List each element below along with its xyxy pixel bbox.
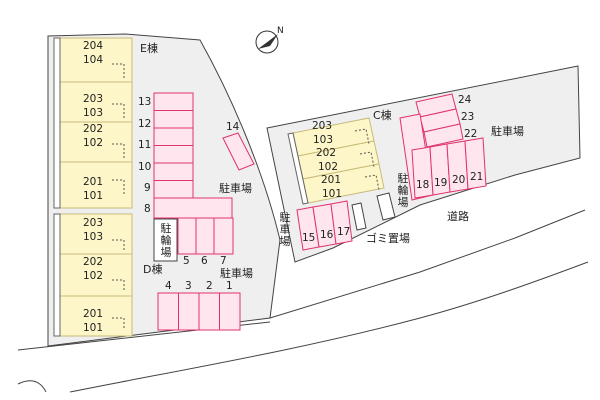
- garbage-area-label: ゴミ置場: [366, 232, 410, 245]
- parking-space-number: 7: [220, 255, 227, 267]
- parking-label: 駐車場: [279, 211, 291, 248]
- bicycle-rack-c: [376, 192, 396, 221]
- parking-space-number: 3: [185, 280, 192, 292]
- parking-space-number: 13: [138, 96, 152, 108]
- unit-number: 102: [317, 161, 339, 173]
- unit-number: 102: [82, 270, 104, 282]
- parking-space-number: 12: [138, 118, 152, 130]
- road-line: [69, 261, 589, 393]
- building-e: [53, 37, 133, 209]
- parking-space-number: 17: [337, 226, 351, 238]
- garbage-area: [351, 202, 367, 231]
- parking-space-number: 15: [302, 232, 316, 244]
- unit-number: 204: [82, 40, 104, 52]
- building-d-label: D棟: [143, 263, 163, 276]
- unit-number: 202: [82, 123, 104, 135]
- parking-space-number: 20: [452, 174, 466, 186]
- parking-space-number: 2: [206, 280, 213, 292]
- parking-space-number: 6: [201, 255, 208, 267]
- unit-number: 103: [312, 134, 334, 146]
- parking-space-number: 9: [144, 182, 151, 194]
- unit-number: 201: [82, 176, 104, 188]
- building-d: [53, 213, 133, 337]
- building-c-label: C棟: [373, 109, 392, 122]
- compass-label: N: [277, 26, 284, 36]
- compass-north-icon: N: [254, 26, 284, 56]
- parking-space-number: 19: [434, 177, 448, 189]
- road-line: [17, 380, 47, 393]
- parking-space-number: 5: [183, 255, 190, 267]
- unit-number: 101: [82, 322, 104, 334]
- parking-label: 駐車場: [491, 125, 524, 138]
- parking-space-number: 11: [138, 139, 152, 151]
- bicycle-parking-label: 駐輪場: [160, 222, 172, 259]
- road-label: 道路: [447, 210, 469, 223]
- parking-space-number: 21: [470, 171, 484, 183]
- parking-label: 駐車場: [219, 182, 252, 195]
- unit-number: 102: [82, 137, 104, 149]
- unit-number: 201: [320, 174, 342, 186]
- bicycle-parking-label: 駐輪場: [397, 172, 409, 209]
- unit-number: 201: [82, 308, 104, 320]
- parking-space-number: 23: [461, 111, 475, 123]
- unit-number: 104: [82, 54, 104, 66]
- unit-number: 202: [82, 256, 104, 268]
- unit-number: 203: [311, 120, 333, 132]
- parking-space-number: 1: [226, 280, 233, 292]
- unit-number: 101: [321, 188, 343, 200]
- building-c: [287, 117, 385, 205]
- parking-space-number: 14: [226, 121, 240, 133]
- unit-number: 202: [315, 147, 337, 159]
- road-line: [269, 209, 586, 319]
- parking-space-number: 24: [458, 94, 472, 106]
- unit-number: 203: [82, 93, 104, 105]
- parking-space-number: 10: [138, 161, 152, 173]
- unit-number: 203: [82, 217, 104, 229]
- parking-space-number: 4: [165, 280, 172, 292]
- parking-area: [153, 92, 487, 331]
- parking-space-number: 18: [416, 179, 430, 191]
- parking-space-number: 8: [144, 203, 151, 215]
- unit-number: 103: [82, 231, 104, 243]
- building-e-label: E棟: [140, 42, 158, 55]
- unit-number: 101: [82, 190, 104, 202]
- parking-space-number: 22: [464, 128, 478, 140]
- bicycle-rack-d: [153, 218, 178, 262]
- parking-label: 駐車場: [220, 267, 253, 280]
- parking-space-number: 16: [320, 229, 334, 241]
- unit-number: 103: [82, 107, 104, 119]
